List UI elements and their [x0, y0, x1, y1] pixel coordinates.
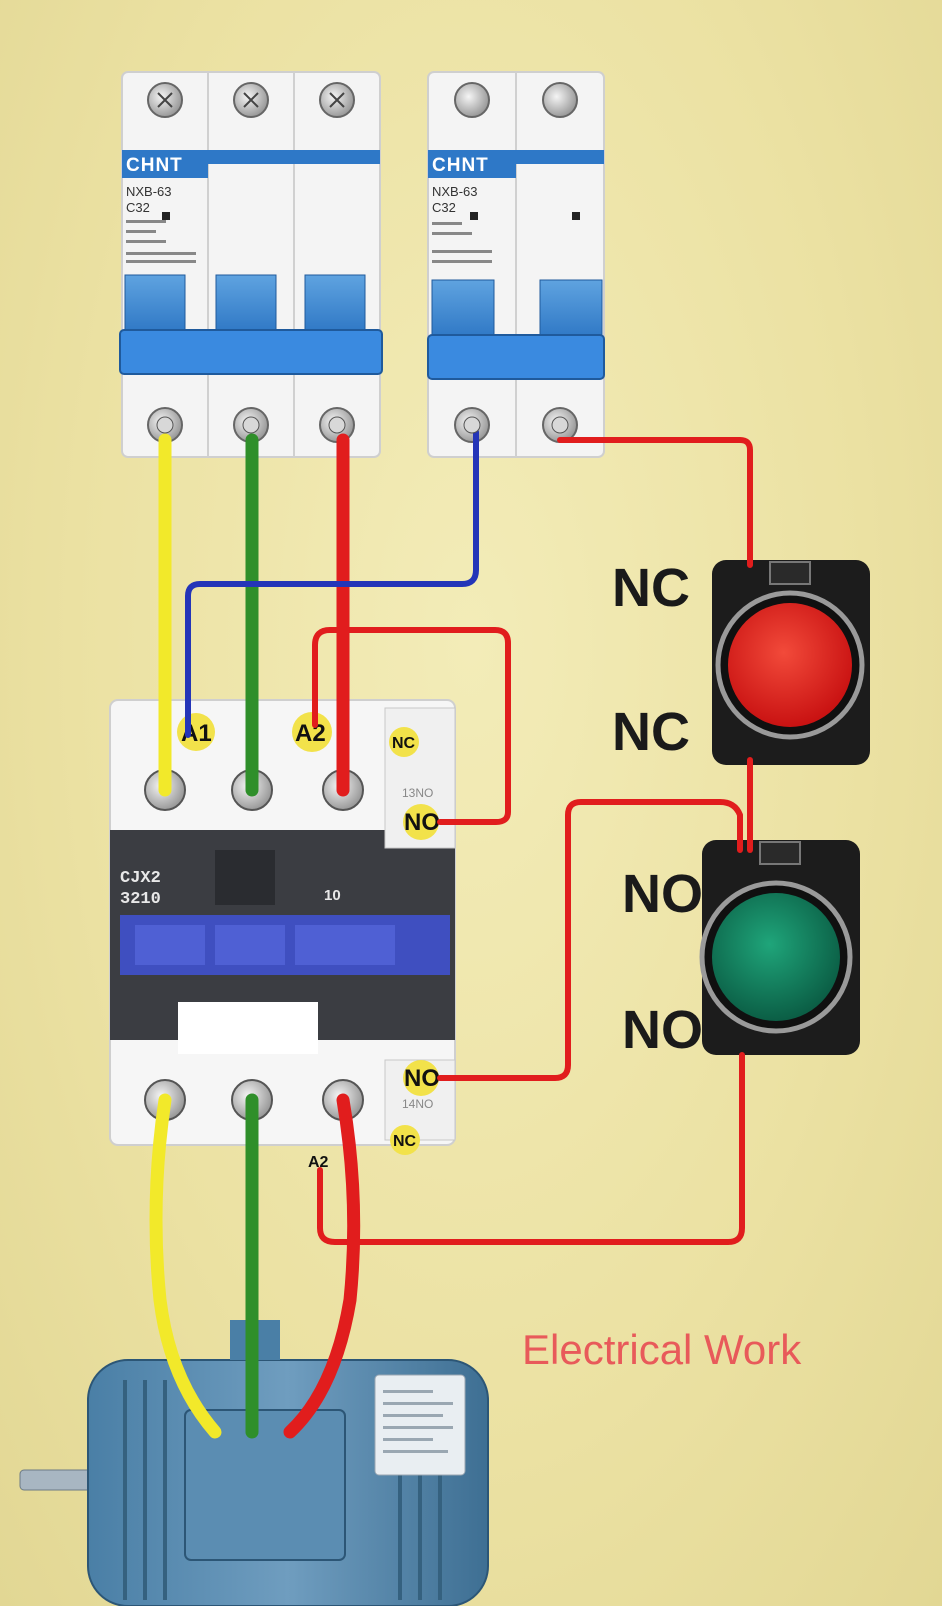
watermark-text: Electrical Work [522, 1326, 802, 1373]
aux-bottom-nc-label: NC [393, 1133, 417, 1150]
contactor: CJX2 3210 10 A1 A2 NC 13NO NO NO 14NO NC… [109, 699, 456, 1171]
aux-top-no-label: NO [404, 809, 440, 836]
breaker-3p-rating: C32 [126, 200, 150, 215]
coil-terminal-a2: A2 [295, 720, 326, 747]
breaker-3-pole: CHNT NXB-63 C32 [119, 71, 383, 458]
stop-button[interactable] [712, 560, 870, 765]
stop-button-label-top: NC [612, 558, 690, 618]
aux-top-code: 13NO [402, 786, 433, 800]
contactor-aux-number: 10 [324, 887, 341, 904]
motor [19, 1320, 489, 1606]
wire-yellow-load [149, 1093, 222, 1439]
motor-terminal-box [184, 1409, 346, 1561]
breaker-2p-model: NXB-63 [432, 184, 478, 199]
coil-terminal-a2-bottom: A2 [308, 1154, 329, 1171]
breaker-2-pole: CHNT NXB-63 C32 [427, 71, 605, 458]
breaker-2p-brand: CHNT [432, 155, 489, 176]
wire-red-start-return [317, 1052, 745, 1245]
start-button-label-bottom: NO [622, 1000, 703, 1060]
wire-blue-neutral [185, 429, 479, 738]
stop-button-label-bottom: NC [612, 702, 690, 762]
wire-red-no-to-start [437, 799, 743, 1081]
breaker-2p-rating: C32 [432, 200, 456, 215]
wire-red-control-feed [557, 437, 753, 568]
start-button-label-top: NO [622, 864, 703, 924]
wire-red-a2-to-no [312, 627, 511, 825]
breaker-3p-model: NXB-63 [126, 184, 172, 199]
breaker-3p-brand: CHNT [126, 155, 183, 176]
breaker-2p-handle[interactable] [427, 334, 605, 380]
start-button[interactable] [699, 840, 860, 1055]
wire-red-load [283, 1093, 361, 1439]
aux-bottom-code: 14NO [402, 1097, 433, 1111]
screw-icon [147, 82, 355, 118]
breaker-3p-handle[interactable] [119, 329, 383, 375]
contactor-model-line1: CJX2 [120, 869, 161, 888]
aux-top-nc-label: NC [392, 735, 416, 752]
terminal-screw-icon [156, 416, 569, 434]
wiring [149, 429, 753, 1439]
aux-bottom-no-label: NO [404, 1065, 440, 1092]
contactor-model-line2: 3210 [120, 890, 161, 909]
